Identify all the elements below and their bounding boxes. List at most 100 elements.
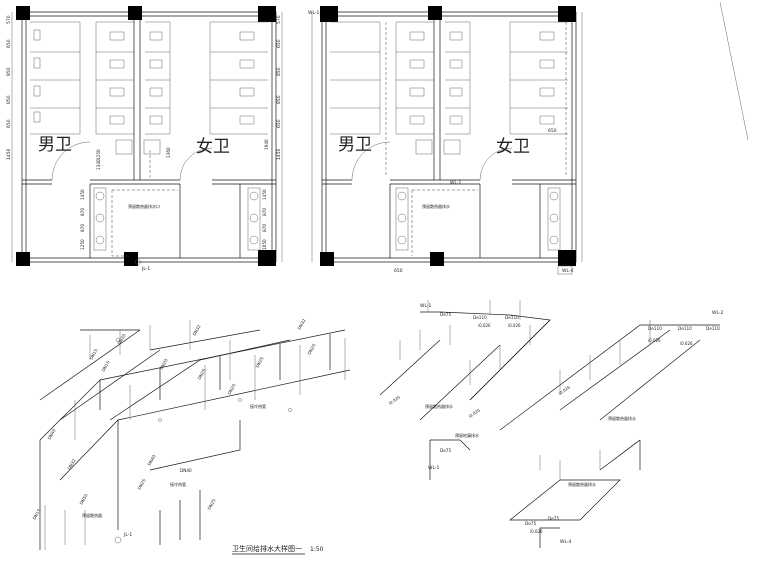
riser-tag: WL-1	[420, 303, 432, 309]
male-room-label: 男卫	[338, 135, 372, 155]
dimension-text: 650	[276, 39, 282, 48]
slope-label: i0.026	[468, 407, 482, 419]
pipe-size-label: DN15	[32, 508, 42, 521]
pipe-size-label: DN25	[255, 356, 265, 369]
dimension-text: 1250	[96, 149, 101, 160]
pipe-size-label: DN25	[207, 498, 217, 511]
slope-label: i0.026	[530, 529, 543, 534]
slope-label: i0.026	[648, 338, 661, 343]
dimension-text: 1050	[262, 239, 267, 250]
column-block	[558, 250, 576, 266]
pipe-size-label: DN15	[101, 360, 111, 373]
pipe-size-label: De75	[440, 448, 451, 453]
riser-tag: WL-1	[428, 465, 440, 471]
dimension-text: 850	[6, 95, 12, 104]
dimension-text: 850	[276, 95, 282, 104]
column-block	[320, 252, 334, 266]
pipe-size-label: DN25	[227, 383, 237, 396]
riser-label: JL-1	[141, 266, 150, 272]
iso-note: 接冷热管	[170, 481, 186, 487]
riser-tag: WL-2	[712, 310, 724, 316]
dimension-text: 650	[548, 128, 557, 134]
dimension-text: 870	[80, 224, 85, 232]
pipe-size-label: DN15	[89, 348, 99, 361]
pipe-size-label: De75	[548, 516, 559, 521]
note-text: 预留散热器排水	[422, 203, 450, 209]
column-block	[430, 252, 444, 266]
dimension-chain-right: 570 650 850 850 650 1450 1450 870 870 1050	[262, 15, 282, 250]
riser-label: WL-4	[562, 268, 574, 274]
pipe-size-label: DN32	[297, 318, 307, 331]
column-block	[124, 252, 138, 266]
column-block	[16, 252, 30, 266]
pipe-size-label: De110	[473, 315, 487, 320]
corner-tag: WL-1	[308, 10, 320, 16]
column-block	[558, 6, 576, 22]
supply-isometric-diagram: DN50DN40DN32DN25DN25DN20DN15DN15DN20DN25…	[32, 318, 351, 555]
pipe-size-label: De110	[706, 326, 720, 331]
dimension-text: 650	[6, 39, 12, 48]
drawing-scale: 1:50	[310, 546, 324, 553]
pipe-size-label: DN40	[47, 428, 57, 441]
pipe-size-label: DN32	[192, 324, 202, 337]
iso-note: 接冷热管	[250, 403, 266, 409]
note-text: 预留散热器排水口	[128, 203, 160, 209]
dimension-text: 1450	[276, 148, 282, 160]
dimension-text: 1360	[166, 147, 171, 158]
drain-note: 预留地漏排水	[455, 432, 479, 438]
sheet-edge-line	[719, 1, 749, 141]
dimension-text: 650	[6, 119, 12, 128]
dimension-text: 570	[276, 15, 282, 24]
dimension-text: 1940	[264, 139, 269, 150]
slope-label: i0.026	[680, 341, 693, 346]
drain-note: 预留散热器排水	[425, 403, 453, 409]
pipe-size-label: DN20	[117, 333, 127, 346]
pipe-size-label: De110	[678, 326, 692, 331]
dimension-text: 1450	[6, 148, 12, 160]
column-block	[16, 6, 30, 20]
dimension-text: 870	[262, 208, 267, 216]
dimension-text: 650	[276, 119, 282, 128]
dimension-text: 870	[262, 224, 267, 232]
pipe-size-label: DN20	[159, 358, 169, 371]
column-block	[428, 6, 442, 20]
drain-note: 预留散热器排水	[608, 415, 636, 421]
dimension-text: 850	[6, 67, 12, 76]
slope-label: i0.026	[388, 394, 402, 406]
column-block	[258, 250, 276, 266]
dimension-text: 850	[276, 67, 282, 76]
column-block	[128, 6, 142, 20]
riser-tag: JL-1	[123, 532, 132, 538]
slope-label: i0.026	[558, 384, 572, 396]
male-room-label: 男卫	[38, 135, 72, 155]
supply-dn-labels: DN50DN40DN32DN25DN25DN20DN15DN15DN20DN25…	[32, 318, 317, 521]
drawing-title: 卫生间给排水大样图一	[232, 544, 302, 553]
dimension-text: 650	[394, 268, 403, 274]
pipe-size-label: DN40	[180, 468, 192, 473]
dimension-text: 1450	[80, 189, 85, 200]
left-floor-plan: 男卫 女卫 预留散热器排水口 JL-1 57065085085065014501…	[6, 6, 283, 272]
pipe-size-label: DN25	[197, 368, 207, 381]
pipe-size-label: DN25	[307, 343, 317, 356]
pipe-size-label: DN40	[147, 454, 157, 467]
pipe-size-label: DN50	[79, 493, 89, 506]
slope-label: i0.026	[478, 323, 491, 328]
female-room-label: 女卫	[496, 137, 530, 157]
dimension-text: 1450	[262, 189, 267, 200]
pipe-size-label: DN32	[67, 458, 77, 471]
riser-label: WL-1	[450, 180, 462, 186]
slope-label: i0.026	[508, 323, 521, 328]
dimension-text: 1250	[80, 239, 85, 250]
pipe-size-label: DN25	[137, 478, 147, 491]
pipe-size-label: De110	[505, 315, 519, 320]
dimension-text: 1340	[96, 159, 101, 170]
dimension-text: 870	[80, 208, 85, 216]
column-block	[320, 6, 338, 22]
pipe-size-label: De75	[440, 312, 451, 317]
riser-tag: WL-4	[560, 539, 572, 545]
pipe-size-label: De110	[648, 326, 662, 331]
drain-note: 预留散热器排水	[568, 481, 596, 487]
dimension-text: 570	[6, 15, 12, 24]
